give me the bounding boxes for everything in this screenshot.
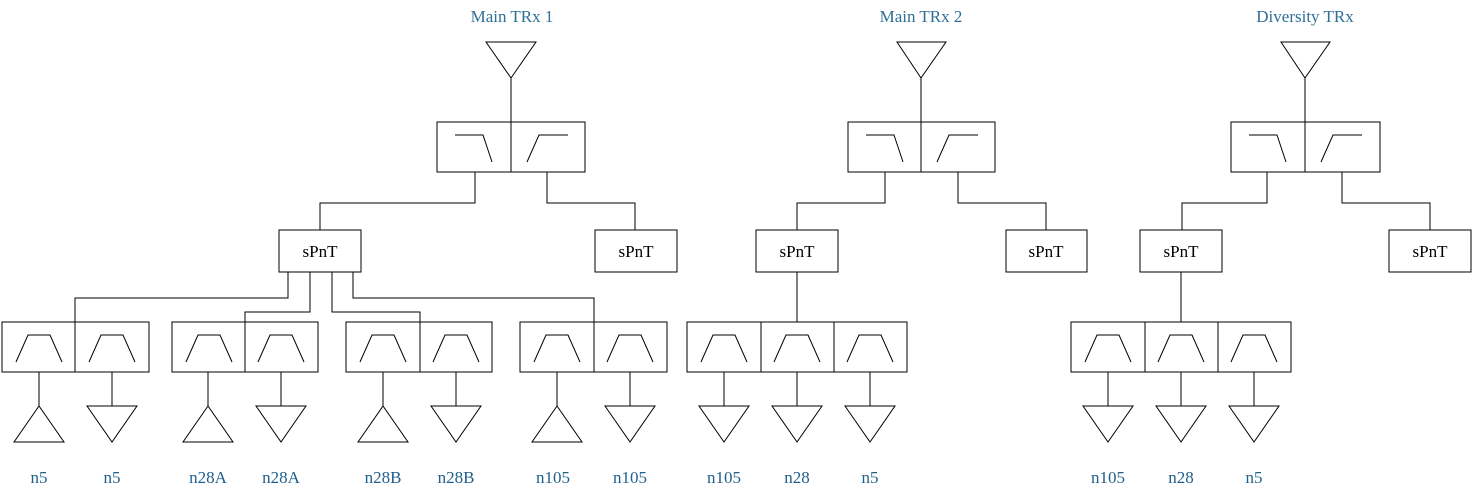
lna-amplifier-icon	[1082, 372, 1134, 443]
switch-main2-right: sPnT	[1005, 229, 1088, 273]
bandpass-filter-icon	[1084, 334, 1132, 363]
highpass-filter-icon	[936, 134, 978, 163]
filter-bank-m1-n28a	[171, 321, 319, 373]
lna-amplifier-icon	[844, 372, 896, 443]
band-label: n105	[613, 468, 647, 487]
pa-amplifier-icon	[531, 372, 583, 443]
band-label: n5	[104, 468, 121, 487]
wire	[796, 172, 886, 230]
switch-label: sPnT	[303, 242, 339, 261]
switch-label: sPnT	[1029, 242, 1065, 261]
bandpass-filter-icon	[606, 334, 654, 363]
antenna-icon	[485, 41, 537, 122]
band-label: n105	[536, 468, 570, 487]
band-label: n28A	[262, 468, 301, 487]
wire	[331, 272, 421, 322]
bandpass-filter-icon	[773, 334, 821, 363]
band-label: n28	[784, 468, 810, 487]
pa-amplifier-icon	[357, 372, 409, 443]
diversity-trx-title: Diversity TRx	[1256, 7, 1354, 26]
switch-label: sPnT	[780, 242, 816, 261]
switch-div-right: sPnT	[1388, 229, 1472, 273]
switch-div-left: sPnT	[1139, 229, 1223, 273]
filter-bank-div	[1070, 321, 1292, 373]
band-label: n28B	[365, 468, 402, 487]
switch-main1-left: sPnT	[278, 229, 362, 273]
highpass-filter-icon	[1320, 134, 1362, 163]
band-label: n28A	[189, 468, 228, 487]
band-label: n5	[862, 468, 879, 487]
lna-amplifier-icon	[1155, 372, 1207, 443]
bandpass-filter-icon	[1230, 334, 1278, 363]
wire	[1181, 172, 1268, 230]
bandpass-filter-icon	[1157, 334, 1205, 363]
wire	[352, 272, 595, 322]
wire	[546, 172, 636, 230]
wire	[74, 272, 289, 322]
wire	[1341, 172, 1431, 230]
lna-amplifier-icon	[1228, 372, 1280, 443]
filter-bank-m1-n5	[1, 321, 150, 373]
highpass-filter-icon	[526, 134, 568, 163]
band-label: n105	[707, 468, 741, 487]
wire	[957, 172, 1047, 230]
antenna-icon	[1280, 41, 1331, 122]
bandpass-filter-icon	[257, 334, 305, 363]
lna-amplifier-icon	[255, 372, 307, 443]
switch-main1-right: sPnT	[594, 229, 678, 273]
switch-main2-left: sPnT	[755, 229, 839, 273]
bandpass-filter-icon	[359, 334, 407, 363]
switch-label: sPnT	[1164, 242, 1200, 261]
bandpass-filter-icon	[15, 334, 63, 363]
wire	[319, 172, 476, 230]
filter-bank-m1-n105	[519, 321, 668, 373]
main-trx-2-title: Main TRx 2	[880, 7, 963, 26]
lna-amplifier-icon	[604, 372, 656, 443]
bandpass-filter-icon	[185, 334, 233, 363]
band-label: n5	[1246, 468, 1263, 487]
switch-label: sPnT	[1413, 242, 1449, 261]
diplexer	[436, 121, 586, 173]
filter-bank-m1-n28b	[345, 321, 493, 373]
bandpass-filter-icon	[533, 334, 581, 363]
bandpass-filter-icon	[700, 334, 748, 363]
diplexer	[847, 121, 996, 173]
lowpass-filter-icon	[866, 134, 904, 163]
band-label: n28	[1168, 468, 1194, 487]
lna-amplifier-icon	[86, 372, 138, 443]
main-trx-1-title: Main TRx 1	[471, 7, 554, 26]
lowpass-filter-icon	[455, 134, 493, 163]
lna-amplifier-icon	[698, 372, 750, 443]
bandpass-filter-icon	[432, 334, 480, 363]
lna-amplifier-icon	[430, 372, 482, 443]
band-label: n105	[1091, 468, 1125, 487]
bandpass-filter-icon	[88, 334, 136, 363]
band-label: n5	[31, 468, 48, 487]
lowpass-filter-icon	[1249, 134, 1287, 163]
antenna-icon	[896, 41, 947, 122]
band-label: n28B	[438, 468, 475, 487]
switch-label: sPnT	[619, 242, 655, 261]
diplexer	[1230, 121, 1381, 173]
bandpass-filter-icon	[846, 334, 894, 363]
lna-amplifier-icon	[771, 372, 823, 443]
pa-amplifier-icon	[182, 372, 234, 443]
wire	[244, 272, 311, 322]
pa-amplifier-icon	[13, 372, 65, 443]
filter-bank-m2	[686, 321, 908, 373]
